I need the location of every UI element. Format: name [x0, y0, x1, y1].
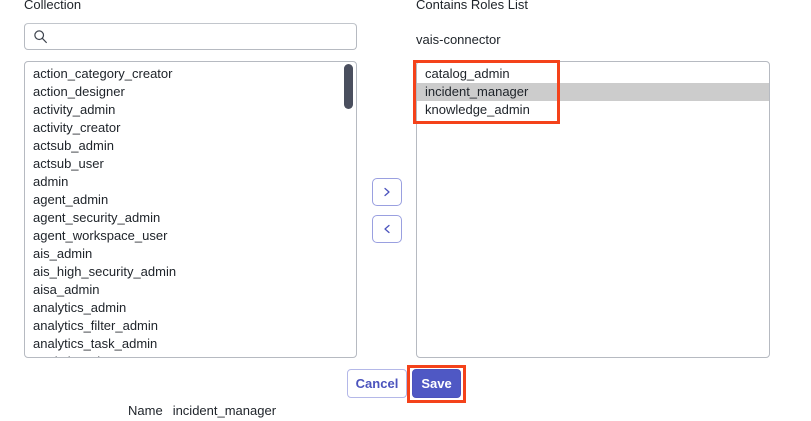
- collection-list-item[interactable]: activity_admin: [33, 102, 116, 117]
- role-list-item[interactable]: knowledge_admin: [425, 102, 530, 117]
- collection-list-item[interactable]: analytics_admin: [33, 300, 127, 315]
- add-to-roles-button[interactable]: [372, 178, 402, 206]
- collection-list-item[interactable]: ais_admin: [33, 246, 93, 261]
- collection-list-item[interactable]: actsub_user: [33, 156, 104, 171]
- collection-list-item[interactable]: action_category_creator: [33, 66, 173, 81]
- collection-list-item[interactable]: aisa_admin: [33, 282, 100, 297]
- subject-role-name: vais-connector: [416, 32, 501, 47]
- search-icon: [33, 29, 48, 44]
- collection-list-item[interactable]: action_designer: [33, 84, 125, 99]
- cancel-button[interactable]: Cancel: [347, 369, 407, 398]
- search-input[interactable]: [48, 24, 348, 49]
- name-value: incident_manager: [172, 403, 277, 418]
- collection-list-item[interactable]: ais_high_security_admin: [33, 264, 177, 279]
- collection-list-item[interactable]: admin: [33, 174, 69, 189]
- collection-list-item[interactable]: agent_workspace_user: [33, 228, 168, 243]
- collection-label: Collection: [24, 0, 82, 12]
- search-field-wrapper[interactable]: [24, 23, 357, 50]
- collection-list-item[interactable]: agent_security_admin: [33, 210, 161, 225]
- save-button[interactable]: Save: [412, 369, 461, 398]
- collection-list-item[interactable]: activity_creator: [33, 120, 121, 135]
- chevron-right-icon: [373, 186, 401, 198]
- role-list-item[interactable]: catalog_admin: [425, 66, 510, 81]
- contains-roles-list-label: Contains Roles List: [416, 0, 528, 12]
- collection-list-item[interactable]: analytics_viewer: [25, 353, 356, 357]
- collection-list-item[interactable]: actsub_admin: [33, 138, 114, 153]
- collection-list-scrollbar[interactable]: [344, 64, 353, 357]
- role-list-item[interactable]: incident_manager: [417, 83, 769, 101]
- chevron-left-icon: [373, 223, 401, 235]
- collection-list-item[interactable]: analytics_filter_admin: [33, 318, 159, 333]
- collection-list-item[interactable]: analytics_task_admin: [33, 336, 158, 351]
- name-label: Name: [128, 403, 163, 418]
- remove-from-roles-button[interactable]: [372, 215, 402, 243]
- scrollbar-thumb[interactable]: [344, 64, 353, 109]
- collection-list-item[interactable]: agent_admin: [33, 192, 109, 207]
- name-row: Name incident_manager: [128, 403, 276, 418]
